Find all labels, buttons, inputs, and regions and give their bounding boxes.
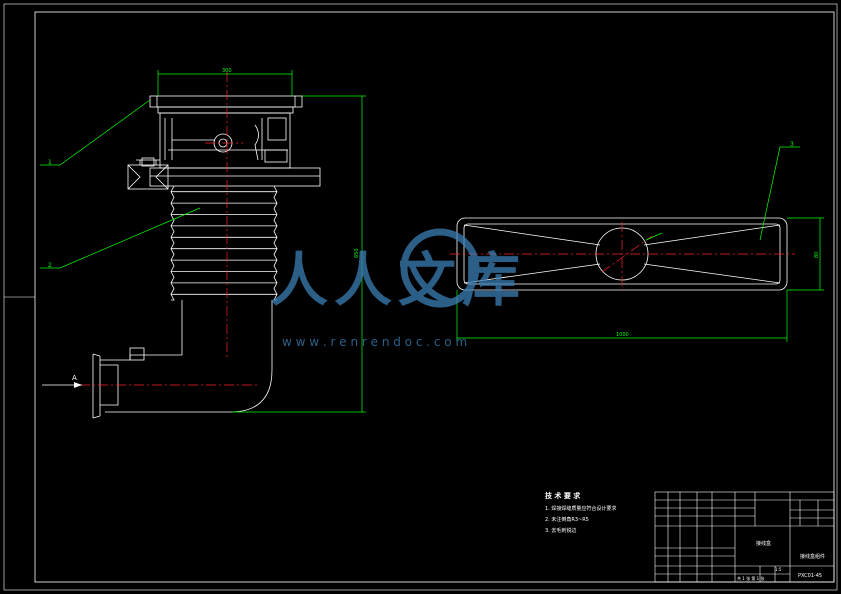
dim-plate-width: 80 (814, 252, 820, 258)
leader-3 (759, 146, 800, 241)
dim-overall-height: 650 (354, 248, 360, 258)
callout-1: 1 (48, 159, 52, 166)
dimension-texts-right: 1000 80 3 (616, 141, 820, 338)
bracket (267, 117, 287, 141)
bracket (264, 149, 288, 163)
drawing-name: 接线盒 (756, 540, 771, 547)
top-flange (149, 95, 303, 108)
title-block (654, 491, 835, 583)
centerlines-right (450, 222, 795, 290)
cover-plate (157, 106, 294, 114)
mount-plate (149, 167, 321, 187)
note-item-3: 3. 去毛刺锐边 (545, 527, 576, 534)
side-clamp (127, 164, 169, 190)
view-arrow: A (42, 374, 82, 388)
bellows-tube (170, 185, 278, 301)
dim-plate-length: 1000 (616, 332, 629, 338)
dimensions-right (456, 146, 824, 342)
clamp-bolt (141, 157, 155, 167)
title-block-frame (654, 491, 835, 583)
hole-leader (645, 232, 663, 241)
elbow-boss (129, 347, 145, 361)
dimension-texts-left: 300 650 (222, 68, 360, 258)
elbow-pipe (100, 354, 230, 413)
leader-1 (40, 99, 151, 166)
inlet-flange (92, 353, 119, 419)
drawing-number: PXC01-45 (798, 573, 822, 579)
box-detail (164, 118, 288, 161)
scale-value: 1:5 (775, 567, 782, 572)
clamp-hatch (127, 159, 169, 190)
technical-notes: 技 术 要 求 1. 焊接焊缝质量应符合设计要求 2. 未注倒角R3~R5 3.… (545, 491, 616, 534)
box-body (159, 112, 291, 169)
centerlines-left (80, 72, 260, 386)
elbow-outer (229, 300, 273, 413)
callout-texts-left: 1 2 (48, 159, 52, 269)
callout-3: 3 (790, 141, 794, 148)
part-name: 接线盒组件 (800, 553, 825, 560)
title-block-texts: 接线盒 接线盒组件 PXC01-45 1:5 共 1 张 第 1 张 (737, 540, 825, 581)
note-item-1: 1. 焊接焊缝质量应符合设计要求 (545, 505, 616, 512)
dim-top-width: 300 (222, 68, 232, 74)
diagonal-lines (463, 224, 781, 284)
watermark-title: 人人文库 (270, 246, 526, 314)
note-item-2: 2. 未注倒角R3~R5 (545, 516, 589, 523)
dimensions-left (40, 70, 366, 413)
callout-2: 2 (48, 262, 52, 269)
watermark-logo-ring (400, 228, 480, 308)
view-label: A (72, 374, 77, 382)
front-view (92, 95, 321, 419)
watermark: 人人文库 w w w . r e n r e n d o c . c o m (270, 228, 526, 349)
leader-2 (40, 207, 201, 269)
view-arrow-head (74, 382, 82, 388)
sheet-info: 共 1 张 第 1 张 (737, 575, 764, 581)
watermark-url: w w w . r e n r e n d o c . c o m (282, 335, 467, 349)
notes-title: 技 术 要 求 (545, 491, 581, 500)
